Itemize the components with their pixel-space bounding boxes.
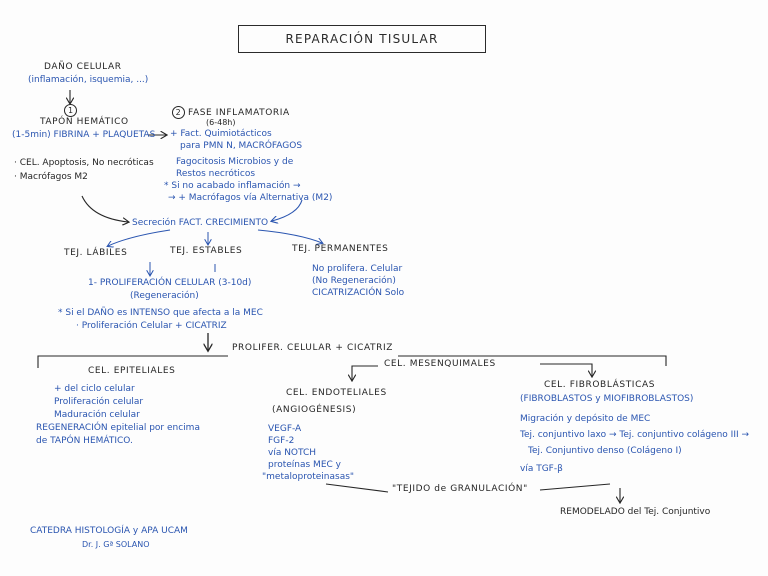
tej-permanentes-label: TEJ. PERMANENTES <box>292 244 389 254</box>
fibroblasticas-line3: Tej. Conjuntivo denso (Colágeno I) <box>528 446 682 456</box>
dano-intenso-line2: · Proliferación Celular + CICATRIZ <box>76 321 227 331</box>
phase2-line4: Restos necróticos <box>176 169 256 179</box>
phase2-line2: para PMN N, MACRÓFAGOS <box>180 141 303 151</box>
endoteliales-line5: "metaloproteinasas" <box>262 472 355 482</box>
phase1-title: TAPÓN HEMÁTICO <box>40 117 129 127</box>
fibroblasticas-sub: (FIBROBLASTOS y MIOFIBROBLASTOS) <box>520 394 694 404</box>
epiteliales-title: CEL. EPITELIALES <box>88 366 176 376</box>
phase2-line3: Fagocitosis Microbios y de <box>176 157 294 167</box>
arrow-mesen-to-fibro <box>540 363 592 376</box>
phase2-line6: → + Macrófagos vía Alternativa (M2) <box>168 193 333 203</box>
phase1-bullet1: · CEL. Apoptosis, No necróticas <box>14 158 154 168</box>
fibroblasticas-line2: Tej. conjuntivo laxo → Tej. conjuntivo c… <box>520 430 750 440</box>
line-granulacion-left <box>325 483 389 493</box>
endoteliales-line2: FGF-2 <box>268 436 295 446</box>
phase1-sub: (1-5min) FIBRINA + PLAQUETAS <box>12 130 156 140</box>
phase1-number: 1 <box>64 104 80 117</box>
endoteliales-title: CEL. ENDOTELIALES <box>286 388 387 398</box>
bracket-main <box>37 355 667 368</box>
dano-celular-label: DAÑO CELULAR <box>44 62 122 72</box>
phase1-bullet2: · Macrófagos M2 <box>14 172 88 182</box>
endoteliales-sub: (ANGIOGÉNESIS) <box>272 405 357 415</box>
prolifer-cicatriz-label: PROLIFER. CELULAR + CICATRIZ <box>232 343 394 353</box>
tej-labiles-label: TEJ. LÁBILES <box>64 248 128 258</box>
endoteliales-line4: proteínas MEC y <box>268 460 341 470</box>
proliferacion-line1: 1- PROLIFERACIÓN CELULAR (3-10d) <box>88 278 252 288</box>
arrow-phase1-to-secrecion <box>81 195 128 222</box>
page-title: REPARACIÓN TISULAR <box>238 25 486 53</box>
footer-line2: Dr. J. Gª SOLANO <box>82 540 150 549</box>
epiteliales-line3: Maduración celular <box>54 410 140 420</box>
epiteliales-line4: REGENERACIÓN epitelial por encima <box>36 423 200 433</box>
line-granulacion-right <box>539 483 611 491</box>
epiteliales-line1: + del ciclo celular <box>54 384 135 394</box>
proliferacion-line2: (Regeneración) <box>130 291 199 301</box>
fibroblasticas-title: CEL. FIBROBLÁSTICAS <box>544 380 656 390</box>
epiteliales-line2: Proliferación celular <box>54 397 144 407</box>
permanentes-line2: (No Regeneración) <box>312 276 396 286</box>
tej-estables-label: TEJ. ESTABLES <box>170 246 243 256</box>
arrow-secrecion-to-permanentes <box>257 229 322 243</box>
fibroblasticas-line4: vía TGF-β <box>520 464 563 474</box>
endoteliales-line3: vía NOTCH <box>268 448 317 458</box>
phase2-line5: * Si no acabado inflamación → <box>164 181 301 191</box>
dano-intenso-line1: * Si el DAÑO es INTENSO que afecta a la … <box>58 308 263 318</box>
arrow-phase2-to-secrecion <box>272 199 303 221</box>
arrow-mesen-to-endo <box>352 365 378 380</box>
phase2-number-circle: 2 <box>172 106 185 119</box>
mesenquimales-title: CEL. MESENQUIMALES <box>384 359 496 369</box>
phase1-number-circle: 1 <box>64 104 77 117</box>
epiteliales-line5: de TAPÓN HEMÁTICO. <box>36 436 133 446</box>
tejido-granulacion-label: "TEJIDO de GRANULACIÓN" <box>392 484 528 494</box>
endoteliales-line1: VEGF-A <box>268 424 302 434</box>
phase2-title-text: FASE INFLAMATORIA <box>188 108 290 118</box>
phase2-line1: + Fact. Quimiotácticos <box>170 129 272 139</box>
dano-celular-sub: (inflamación, isquemia, ...) <box>28 75 149 85</box>
secrecion-label: Secreción FACT. CRECIMIENTO <box>132 218 269 228</box>
phase2-time: (6-48h) <box>206 118 236 127</box>
permanentes-line1: No prolifera. Celular <box>312 264 403 274</box>
permanentes-line3: CICATRIZACIÓN Solo <box>312 288 405 298</box>
remodelado-label: REMODELADO del Tej. Conjuntivo <box>560 507 711 517</box>
arrow-secrecion-to-labiles <box>108 229 171 246</box>
fibroblasticas-line1: Migración y depósito de MEC <box>520 414 651 424</box>
footer-line1: CATEDRA HISTOLOGÍA y APA UCAM <box>30 526 188 536</box>
